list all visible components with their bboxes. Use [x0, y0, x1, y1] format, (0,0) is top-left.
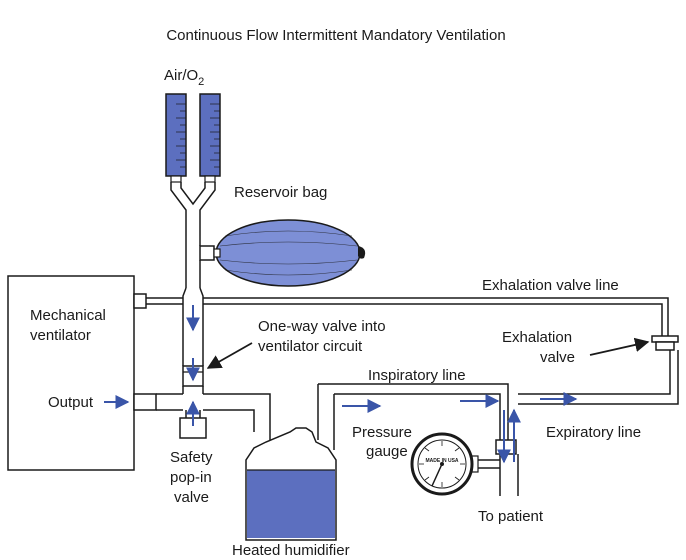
to-patient-label: To patient [478, 508, 544, 525]
expiratory-line-label: Expiratory line [546, 424, 641, 441]
heated-humidifier-label: Heated humidifier [232, 542, 350, 559]
flowmeter-right [199, 93, 221, 183]
exhalation-valve-line-label: Exhalation valve line [482, 277, 619, 294]
flowmeter-left [165, 93, 187, 183]
diagram-title: Continuous Flow Intermittent Mandatory V… [166, 27, 505, 44]
pressure-gauge-label-line2: gauge [366, 443, 408, 460]
safety-valve-label-line1: Safety [170, 449, 213, 466]
gauge-face-text: MADE IN USA [425, 458, 458, 464]
mechanical-ventilator-label-line2: ventilator [30, 327, 91, 344]
exhalation-valve-label-line2: valve [540, 349, 575, 366]
reservoir-bag [199, 219, 366, 287]
one-way-valve-label-line2: ventilator circuit [258, 338, 363, 355]
exhalation-valve-pointer [589, 337, 650, 356]
reservoir-bag-label: Reservoir bag [234, 184, 327, 201]
heated-humidifier [245, 384, 337, 541]
safety-valve-label-line3: valve [174, 489, 209, 506]
inspiratory-line-label: Inspiratory line [368, 367, 466, 384]
output-label: Output [48, 394, 94, 411]
one-way-valve-label-line1: One-way valve into [258, 318, 386, 335]
safety-valve-label-line2: pop-in [170, 469, 212, 486]
pressure-gauge-label-line1: Pressure [352, 424, 412, 441]
mechanical-ventilator-label-line1: Mechanical [30, 307, 106, 324]
exhalation-valve-label-line1: Exhalation [502, 329, 572, 346]
air-o2-label: Air/O2 [164, 67, 204, 88]
one-way-valve-pointer [206, 342, 253, 369]
exhalation-valve-line [133, 293, 669, 336]
y-connector [170, 182, 216, 236]
mechanical-ventilator-box [7, 275, 135, 471]
exhalation-valve [651, 335, 679, 351]
output-connector [133, 386, 271, 432]
pressure-gauge: MADE IN USA [410, 432, 500, 496]
